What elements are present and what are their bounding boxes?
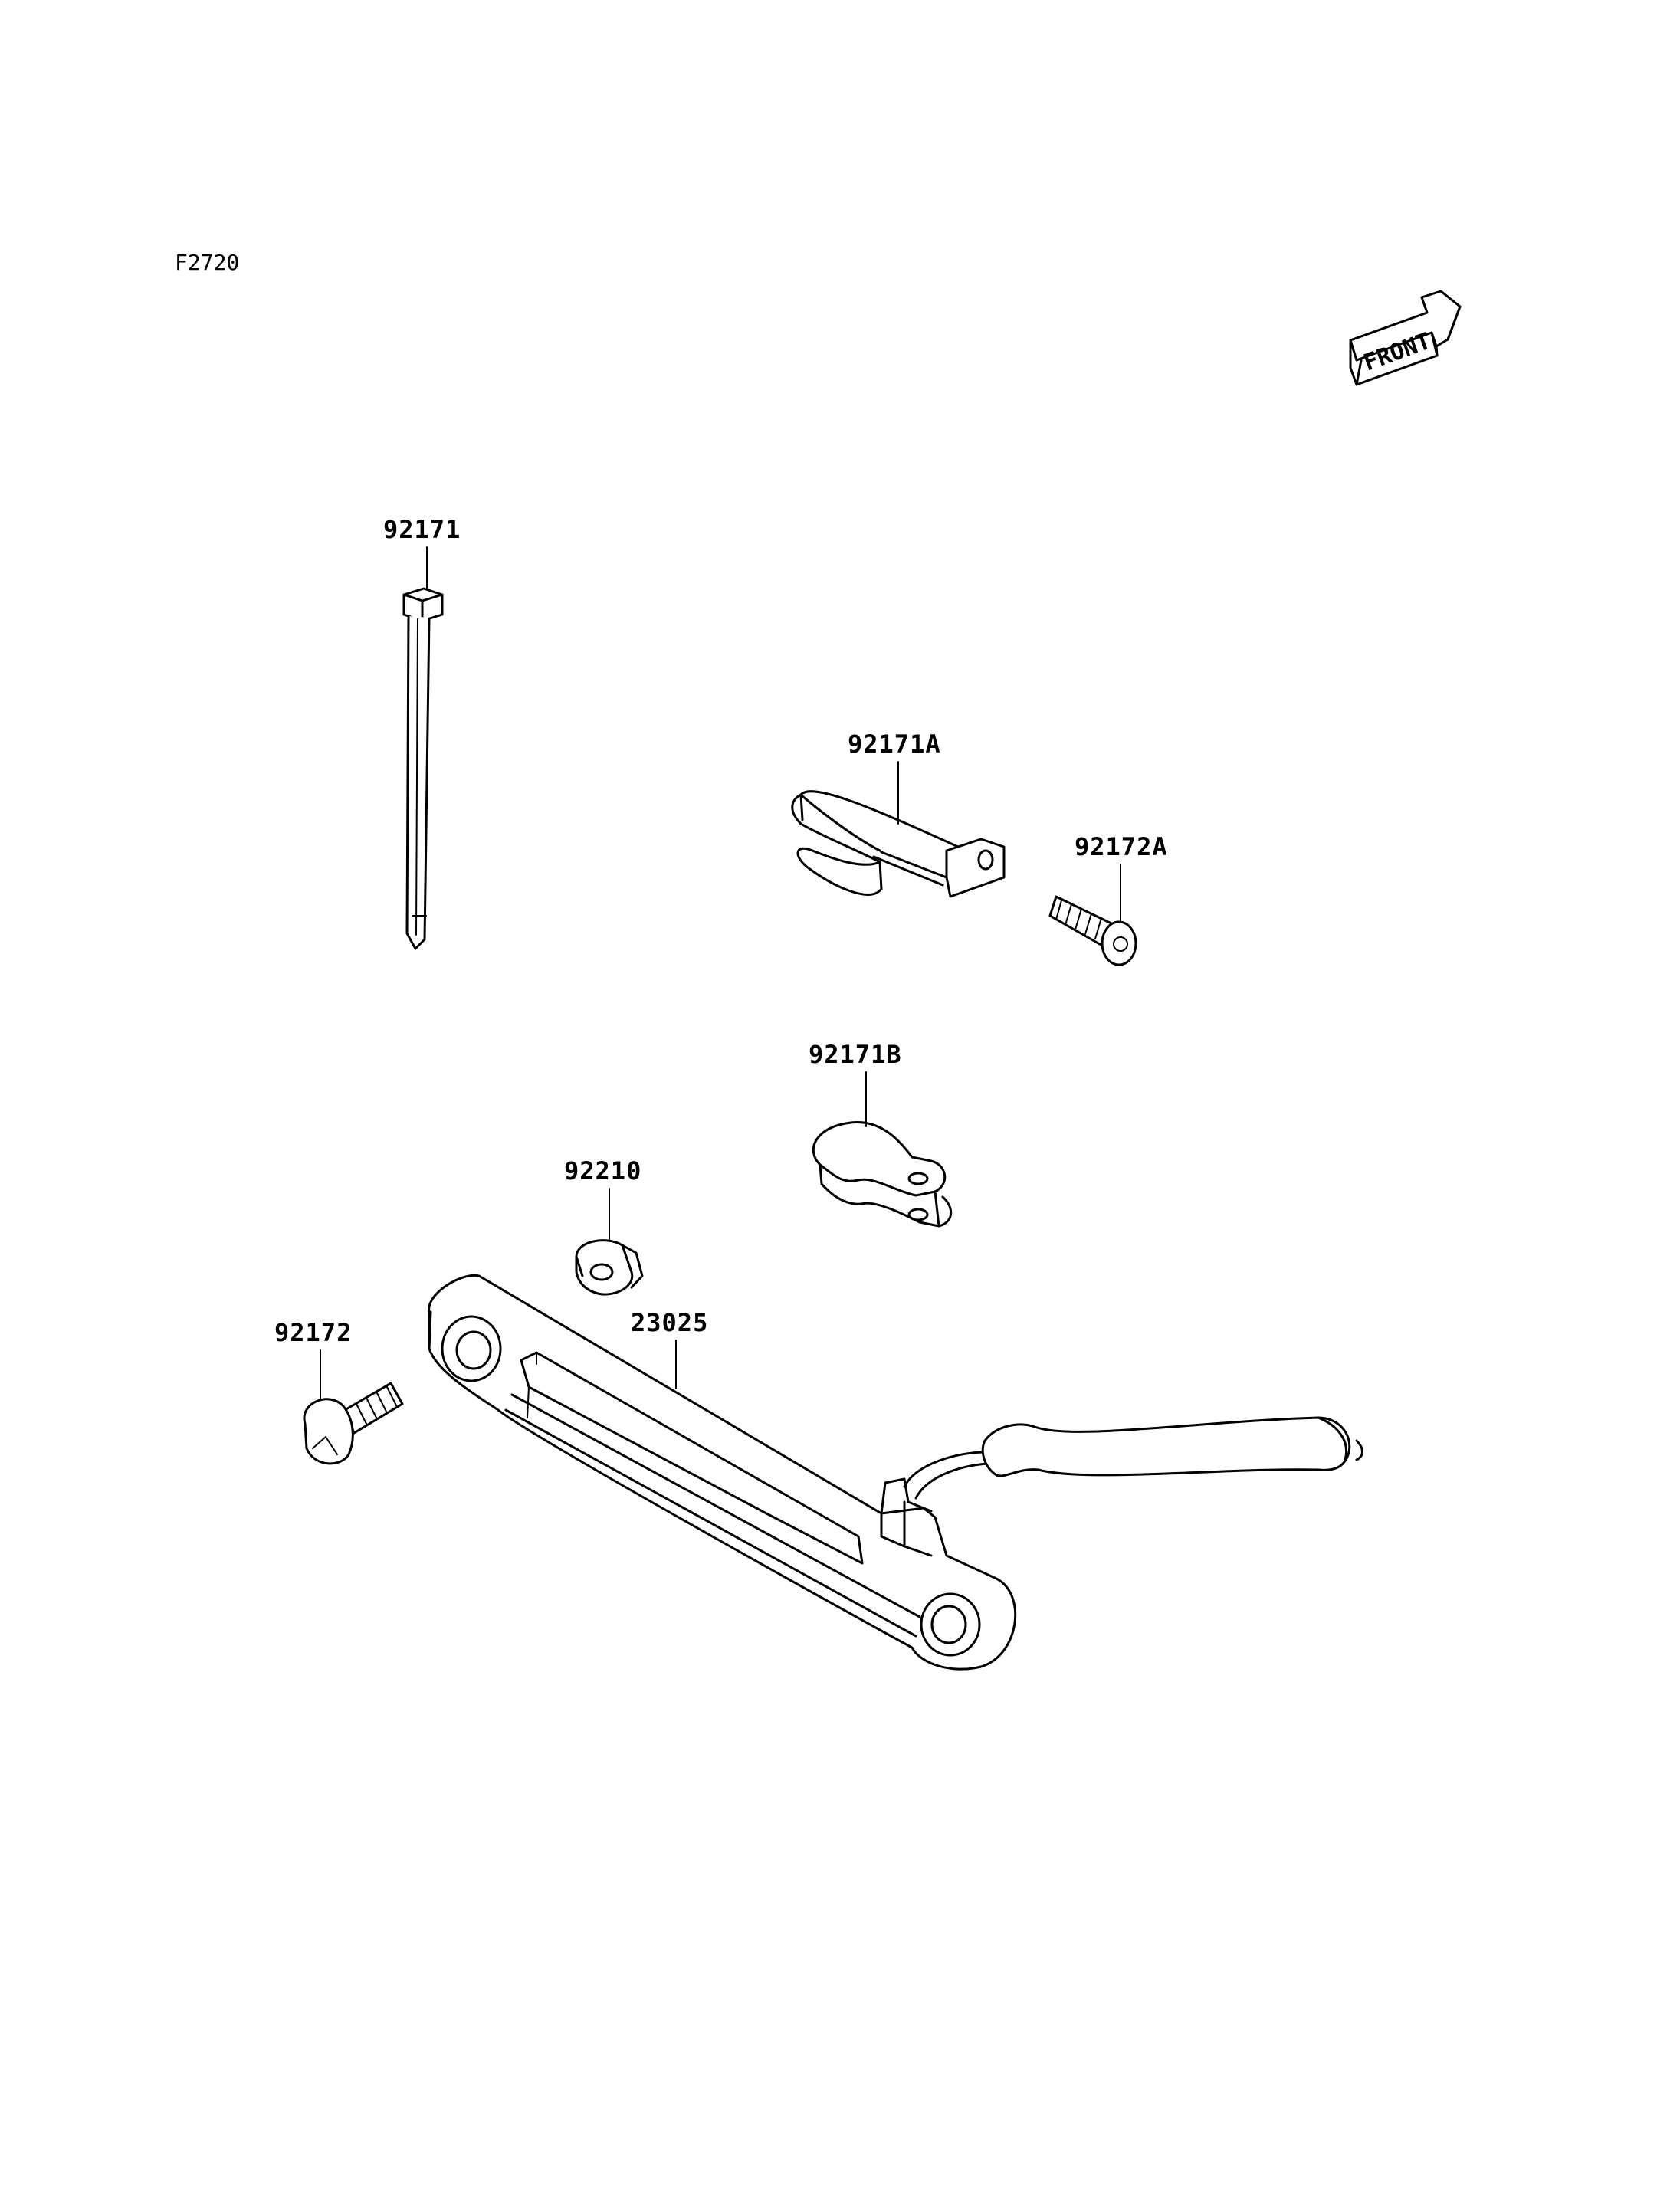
- flange-nut-92210: 92210: [564, 1156, 644, 1296]
- part-label-92172: 92172: [274, 1318, 352, 1347]
- part-label-23025: 23025: [631, 1308, 708, 1337]
- p-clamp-92171B: 92171B: [809, 1040, 953, 1228]
- part-label-92210: 92210: [564, 1156, 641, 1185]
- diagram-id: F2720: [175, 250, 239, 275]
- front-arrow-icon: FRONT: [1349, 290, 1462, 386]
- clamp-bracket-92171A: 92171A: [791, 730, 1006, 898]
- pan-screw-92172: 92172: [274, 1318, 404, 1465]
- part-label-92171B: 92171B: [809, 1040, 902, 1069]
- part-label-92172A: 92172A: [1075, 832, 1168, 861]
- part-label-92171A: 92171A: [848, 730, 941, 759]
- part-label-92171: 92171: [383, 515, 461, 544]
- cable-tie-92171: 92171: [383, 515, 461, 950]
- button-bolt-92172A: 92172A: [1048, 832, 1168, 966]
- bracket-assembly-23025: 23025: [428, 1274, 1363, 1671]
